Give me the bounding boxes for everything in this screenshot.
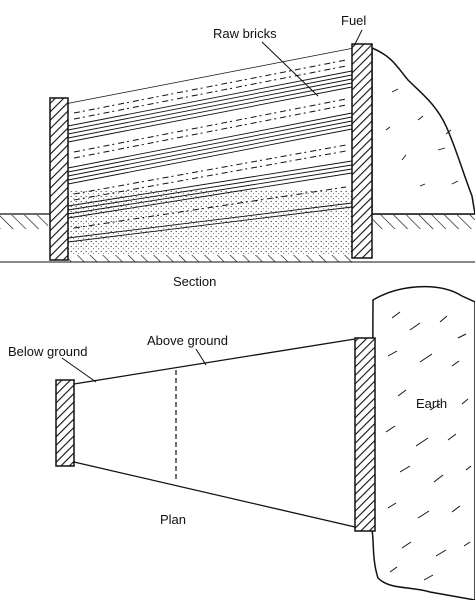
earth-mass-plan (371, 286, 475, 600)
fuel-label: Fuel (341, 13, 366, 28)
raw-bricks-label: Raw bricks (213, 26, 277, 41)
left-wall-plan (55, 379, 75, 467)
brick-stack (68, 48, 352, 255)
below-ground-leader (61, 357, 97, 383)
above-ground-leader (195, 348, 207, 366)
raw-bricks-leader (261, 41, 319, 97)
plan-view: Below ground Above ground Earth Plan (8, 286, 475, 600)
plan-top-edge (73, 338, 356, 385)
fuel-leader (353, 29, 363, 47)
earth-label: Earth (416, 396, 447, 411)
earth-texture-section (385, 88, 459, 187)
below-ground-label: Below ground (8, 344, 88, 359)
left-wall-section (49, 97, 69, 261)
plan-caption: Plan (160, 512, 186, 527)
earth-mound-section (371, 46, 475, 215)
plan-bottom-edge (73, 461, 356, 528)
section-view: Raw bricks Fuel Section (0, 13, 475, 289)
earth-texture-plan (385, 311, 472, 581)
above-ground-label: Above ground (147, 333, 228, 348)
right-wall-plan (354, 337, 376, 532)
section-caption: Section (173, 274, 216, 289)
right-wall-section (351, 43, 373, 259)
